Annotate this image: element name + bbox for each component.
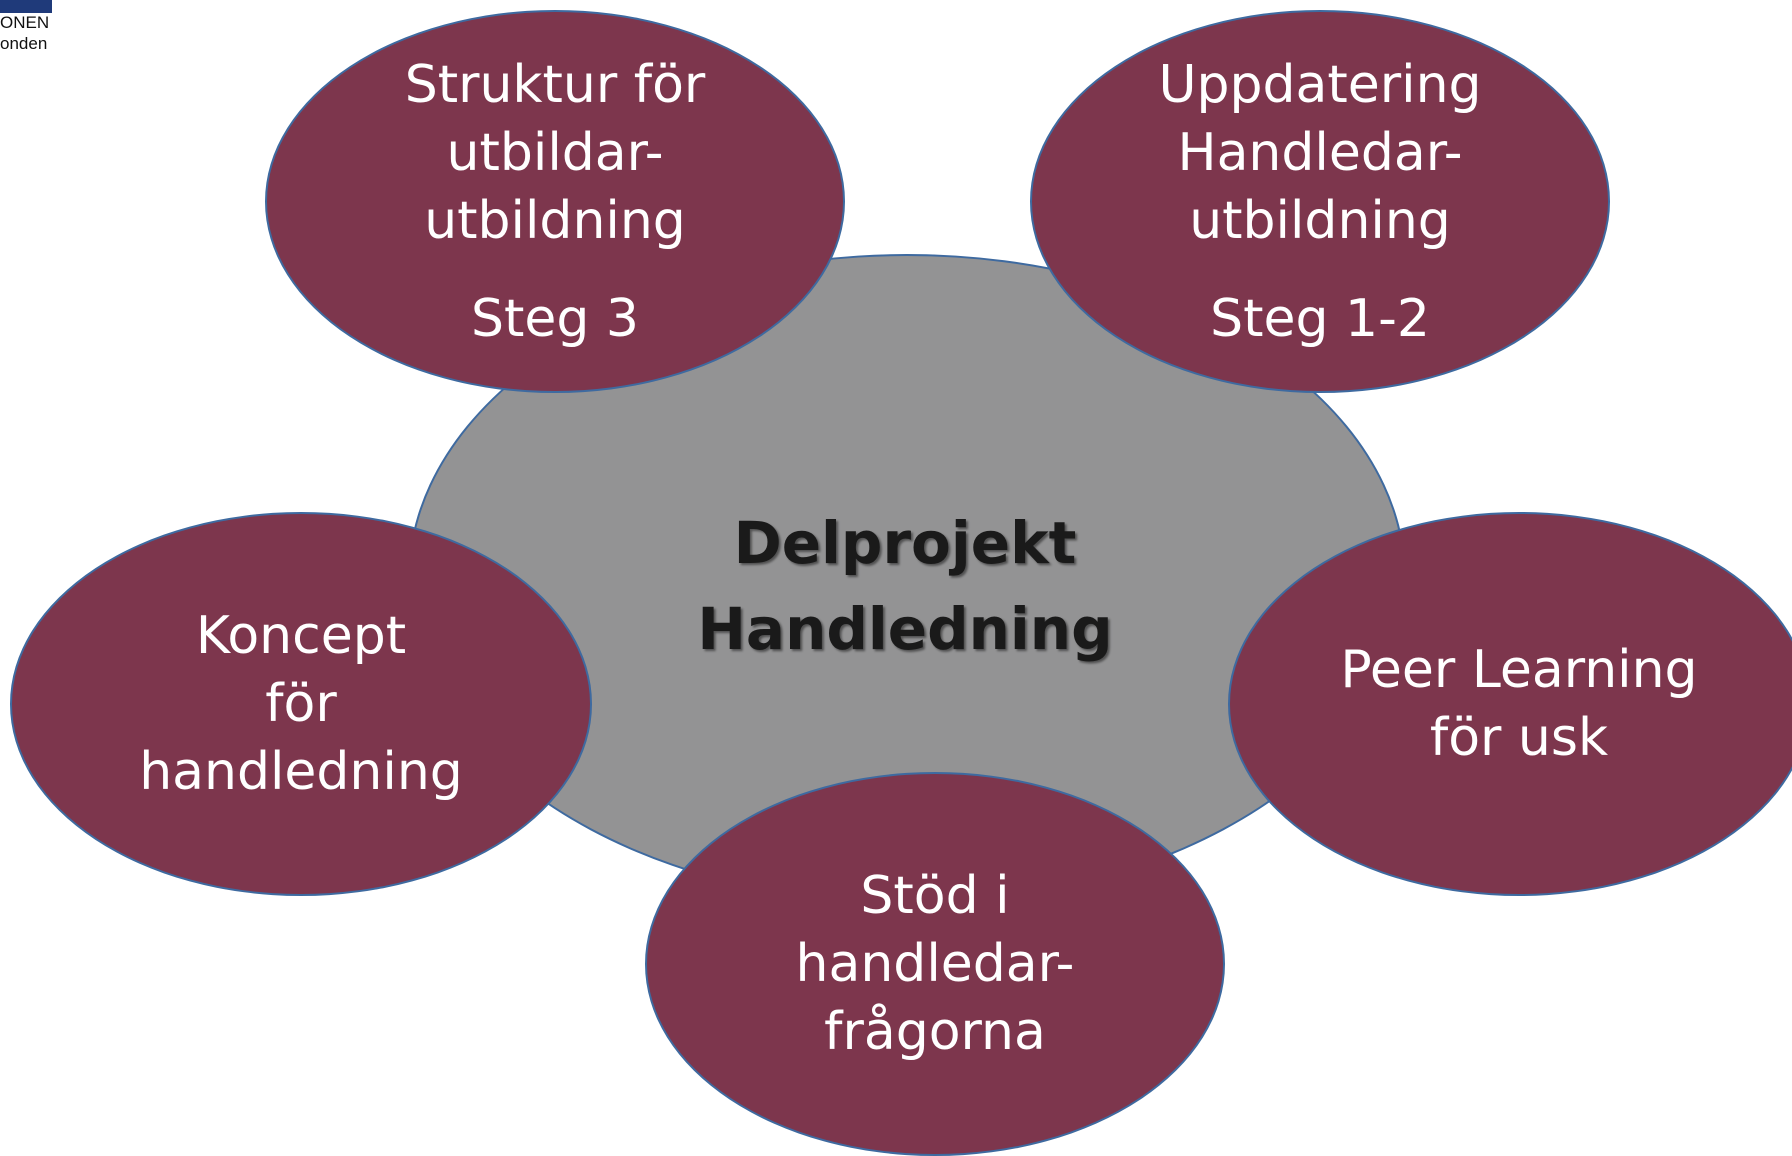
center-label-line2: Handledning	[697, 595, 1113, 663]
petal-stod-line1: Stöd i	[860, 866, 1010, 926]
petal-peer-learning-line2: för usk	[1429, 708, 1609, 768]
petal-koncept: Koncept för handledning	[10, 512, 592, 896]
center-label-line1: Delprojekt	[733, 509, 1077, 577]
petal-stod: Stöd i handledar- frågorna	[645, 772, 1225, 1156]
petal-peer-learning: Peer Learning för usk	[1228, 512, 1792, 896]
petal-koncept-line1: Koncept	[195, 606, 407, 666]
center-label: Delprojekt Handledning	[600, 500, 1210, 672]
petal-struktur: Struktur för utbildar- utbildning Steg 3	[265, 10, 845, 393]
petal-struktur-line3: utbildning	[424, 190, 686, 251]
logo-text-line2: onden	[0, 34, 48, 53]
petal-struktur-line1: Struktur för	[404, 54, 706, 115]
petal-uppdatering-step: Steg 1-2	[1210, 288, 1430, 349]
petal-stod-line3: frågorna	[824, 1002, 1046, 1062]
petal-koncept-line3: handledning	[139, 742, 463, 802]
logo-flag-bar	[0, 0, 52, 13]
petal-uppdatering-line1: Uppdatering	[1158, 54, 1482, 115]
petal-struktur-step: Steg 3	[470, 288, 639, 349]
logo-text-line1: ONEN	[0, 13, 50, 32]
petal-peer-learning-line1: Peer Learning	[1340, 640, 1698, 700]
petal-uppdatering: Uppdatering Handledar- utbildning Steg 1…	[1030, 10, 1610, 393]
logo: ONEN onden	[0, 0, 60, 60]
petal-struktur-line2: utbildar-	[446, 122, 664, 183]
petal-uppdatering-line2: Handledar-	[1177, 122, 1463, 183]
petal-koncept-line2: för	[265, 674, 337, 734]
petal-stod-line2: handledar-	[795, 934, 1075, 994]
petal-uppdatering-line3: utbildning	[1189, 190, 1451, 251]
